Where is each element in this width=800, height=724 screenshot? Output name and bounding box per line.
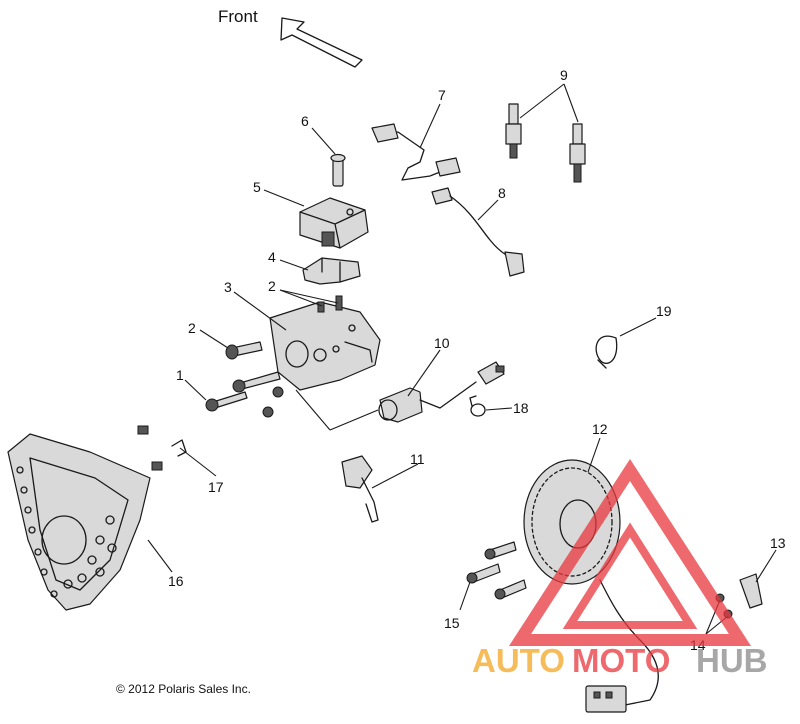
callout-7: 7 (438, 87, 446, 103)
callout-12: 12 (592, 421, 608, 437)
part-18-clip (469, 395, 486, 417)
callout-15: 15 (444, 615, 460, 631)
callout-3: 3 (224, 279, 232, 295)
callout-2b: 2 (268, 278, 276, 294)
watermark-hub: HUB (696, 642, 768, 679)
part-16-headlight-housing (7, 433, 151, 611)
callout-18: 18 (513, 400, 529, 416)
callout-1: 1 (176, 367, 184, 383)
callout-11: 11 (410, 451, 425, 467)
part-10-ignition-switch (378, 361, 505, 423)
part-12-stator (523, 459, 659, 713)
watermark-triangle-icon (508, 458, 752, 646)
copyright-text: © 2012 Polaris Sales Inc. (116, 682, 251, 696)
callout-6: 6 (301, 113, 309, 129)
part-4-bracket (302, 257, 361, 285)
callout-9: 9 (560, 67, 568, 83)
callout-8: 8 (498, 185, 506, 201)
watermark: AUTO MOTO HUB (472, 458, 768, 679)
part-19-cable-tie (595, 335, 618, 369)
part-2-bolts (225, 341, 263, 360)
part-5-coil (299, 197, 369, 249)
callout-4: 4 (268, 249, 276, 265)
callout-17: 17 (208, 479, 224, 495)
watermark-auto: AUTO (472, 642, 565, 679)
part-13-bracket (739, 573, 763, 609)
part-11-key (341, 455, 379, 523)
callout-19: 19 (656, 303, 672, 319)
part-8-plug-wire (431, 187, 525, 277)
watermark-moto: MOTO (572, 642, 670, 679)
front-label: Front (218, 7, 258, 26)
callout-16: 16 (168, 573, 184, 589)
part-1-bolts (205, 371, 284, 418)
leader-lines (147, 83, 777, 635)
watermark-triangle-inner-icon (562, 522, 698, 629)
part-15-screws (466, 541, 527, 600)
part-7-plug-wire (371, 123, 461, 181)
part-17-clips (137, 425, 187, 471)
part-3-mount-bracket (269, 295, 381, 391)
callout-2a: 2 (188, 320, 196, 336)
callout-13: 13 (770, 535, 786, 551)
part-9-spark-plugs (505, 103, 586, 183)
callout-5: 5 (253, 179, 261, 195)
part-6-bolt (330, 153, 346, 187)
callout-10: 10 (434, 335, 450, 351)
front-arrow: Front (218, 7, 363, 68)
